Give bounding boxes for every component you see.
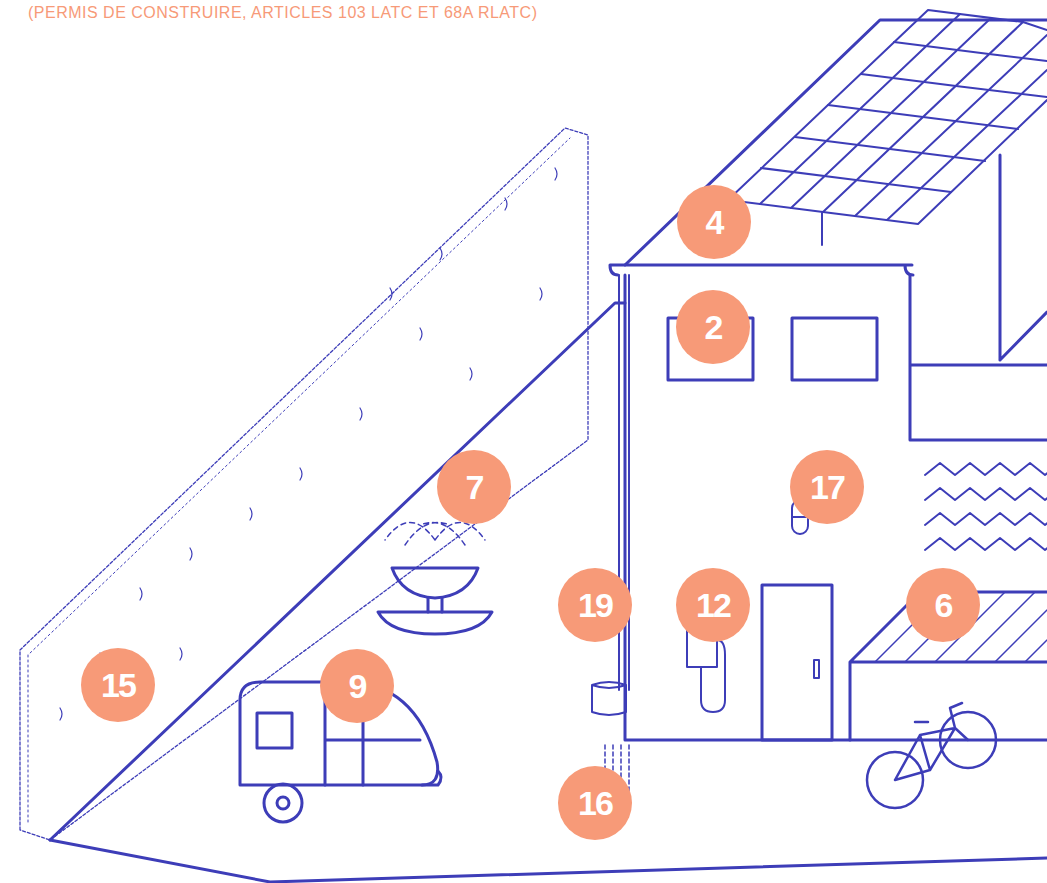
ground-line xyxy=(50,840,1047,882)
charging-cable xyxy=(701,640,725,712)
hedge xyxy=(28,138,570,822)
window xyxy=(792,318,877,380)
hedge xyxy=(20,128,588,840)
hedge-texture xyxy=(60,168,557,720)
callout-number: 6 xyxy=(906,568,980,642)
facade-pattern xyxy=(925,463,1047,550)
callout-number: 15 xyxy=(81,648,155,722)
callout-number: 19 xyxy=(558,568,632,642)
ground-line xyxy=(50,303,625,840)
callout-number: 4 xyxy=(677,185,751,259)
callout-number: 12 xyxy=(676,568,750,642)
solar-panels xyxy=(728,10,1047,245)
door xyxy=(762,585,832,740)
page-title: (PERMIS DE CONSTRUIRE, ARTICLES 103 LATC… xyxy=(28,4,538,22)
dormer xyxy=(1000,155,1047,360)
callout-number: 9 xyxy=(320,649,394,723)
house-wall xyxy=(625,275,1047,740)
gutter xyxy=(610,265,913,275)
roof xyxy=(625,20,1047,265)
callout-number: 7 xyxy=(437,450,511,524)
fountain xyxy=(378,523,492,635)
bicycle xyxy=(867,703,996,808)
callout-number: 16 xyxy=(558,766,632,840)
door-handle xyxy=(814,660,819,678)
rain-barrel xyxy=(592,682,626,715)
callout-number: 2 xyxy=(676,290,750,364)
callout-number: 17 xyxy=(790,450,864,524)
